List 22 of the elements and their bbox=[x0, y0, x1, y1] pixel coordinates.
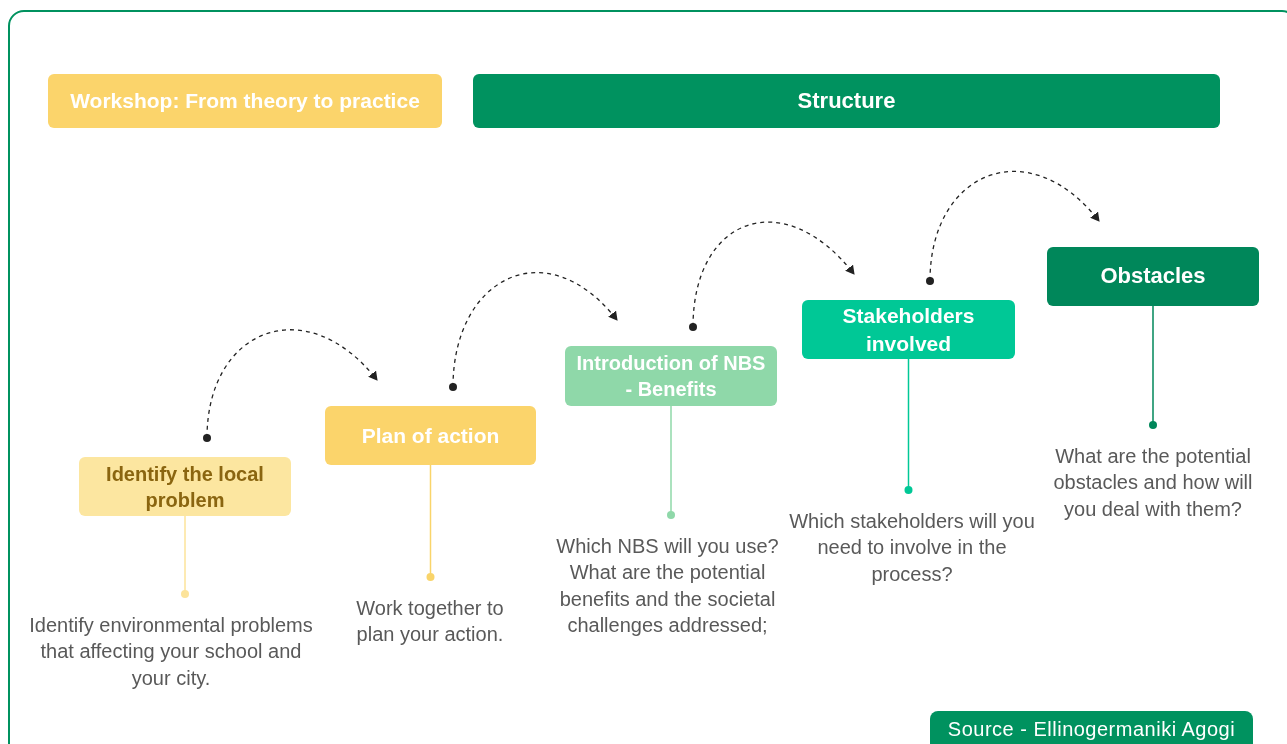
connector-line bbox=[426, 464, 435, 581]
curved-arrow bbox=[689, 221, 855, 331]
header-bar: Structure bbox=[473, 74, 1220, 128]
connector-line bbox=[181, 515, 189, 598]
step-description: Identify environmental problems that affecting your school and your city. bbox=[26, 612, 316, 692]
connector-line bbox=[904, 358, 913, 494]
step-description: Which stakeholders will you need to involve in the process? bbox=[782, 508, 1042, 588]
step-description: Work together to plan your action. bbox=[335, 595, 525, 648]
step-box: Obstacles bbox=[1047, 247, 1259, 306]
step-box: Identify the local problem bbox=[79, 457, 291, 516]
step-description: Which NBS will you use? What are the potential benefits and the societal challenges addressed; bbox=[550, 533, 785, 639]
step-description: What are the potential obstacles and how will you deal with them? bbox=[1048, 443, 1258, 523]
curved-arrow bbox=[203, 329, 378, 442]
source-tag: Source - Ellinogermaniki Agogi bbox=[930, 711, 1253, 744]
connector-line bbox=[1149, 305, 1157, 429]
step-box: Stakeholders involved bbox=[802, 300, 1015, 359]
step-box: Introduction of NBS - Benefits bbox=[565, 346, 777, 406]
curved-arrow bbox=[449, 272, 618, 391]
curved-arrow bbox=[926, 171, 1100, 285]
connector-line bbox=[667, 405, 675, 519]
step-box: Plan of action bbox=[325, 406, 536, 465]
header-bar: Workshop: From theory to practice bbox=[48, 74, 442, 128]
